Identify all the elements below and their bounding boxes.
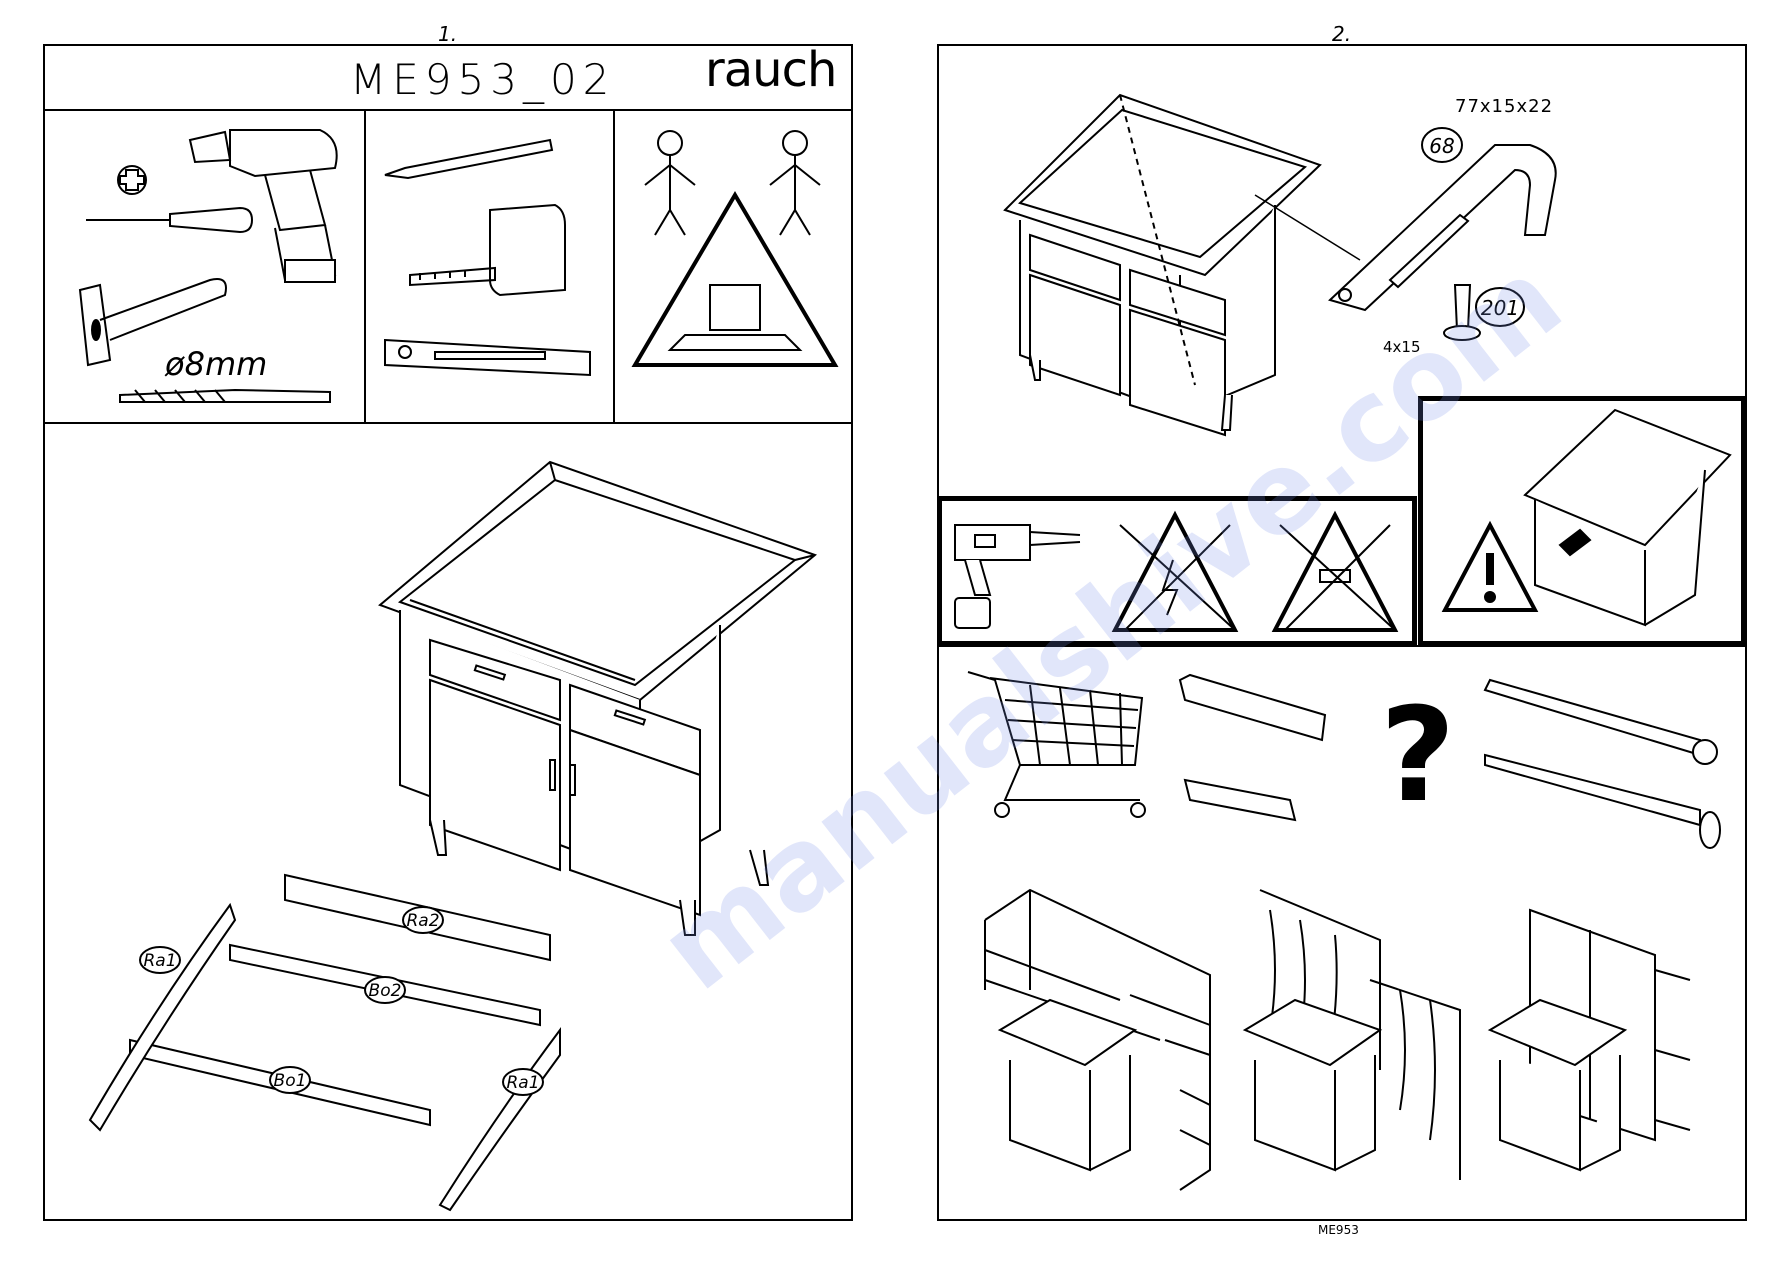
question-mark-icon: ? (1380, 679, 1455, 831)
wall-check-icons (954, 510, 1399, 632)
bracket-part-badge: 68 (1421, 127, 1463, 163)
tools-divider (43, 422, 853, 424)
part-labels: Ra2 Ra1 Bo2 Bo1 Ra1 (139, 906, 544, 1096)
loose-parts (88, 873, 561, 1212)
phillips-screwdriver-icon (86, 206, 254, 234)
changing-table-with-bracket (1003, 93, 1322, 437)
drill-bit-icon (119, 388, 331, 403)
screw-part-badge: 201 (1475, 287, 1525, 327)
svg-text:?: ? (1380, 679, 1455, 831)
wall-bracket-icon (1328, 144, 1557, 312)
page-number-1: 1. (438, 22, 458, 46)
part-label-bo1: Bo1 (274, 1071, 307, 1091)
tape-measure-icon (409, 203, 566, 297)
page-number-2: 2. (1332, 22, 1352, 46)
footer-model: ME953 (1318, 1223, 1359, 1237)
bracket-dimensions: 77x15x22 (1455, 96, 1554, 117)
shopping-cart-icon (967, 671, 1146, 818)
drill-size-label: ø8mm (164, 345, 267, 383)
page-1-frame (43, 44, 853, 1221)
wall-plug-icon (1178, 673, 1327, 822)
tools-cell-2 (384, 138, 591, 377)
cordless-drill-icon (188, 129, 338, 283)
leader-line (1254, 194, 1361, 261)
hammer-icon (78, 278, 227, 367)
tools-cell-3 (631, 130, 839, 367)
no-water-pipe-icon (1271, 510, 1399, 632)
part-label-bo2: Bo2 (369, 981, 402, 1001)
exclamation-triangle-icon (1441, 520, 1539, 612)
tip-over-warning-box (1418, 396, 1746, 646)
spirit-level-icon (384, 338, 591, 377)
part-label-ra1-right: Ra1 (506, 1073, 539, 1093)
bracket-part-number: 68 (1429, 134, 1454, 158)
mini-changing-tables (997, 998, 1628, 1172)
two-person-icon (644, 130, 821, 236)
screw-201-icon (1443, 284, 1481, 341)
no-electric-cable-icon (1111, 510, 1239, 632)
screw-dimensions: 4x15 (1383, 338, 1421, 356)
changing-table-drawing: Ra2 Ra1 Bo2 Bo1 Ra1 (88, 460, 817, 1212)
pencil-icon (384, 138, 554, 180)
wall-screw-icon (1483, 678, 1721, 849)
fixings-row: ? (967, 671, 1721, 849)
tip-over-warning (1441, 408, 1732, 627)
phillips-screw-icon (117, 165, 147, 195)
tip-over-warning-icon (1523, 408, 1732, 627)
wall-types (984, 888, 1691, 1191)
changing-table-assembled (378, 460, 817, 936)
warning-triangle-icon (631, 191, 839, 367)
wood-wall-icon (1259, 889, 1461, 1180)
wall-check-box (937, 496, 1417, 646)
wall-bracket-drawing (1003, 93, 1557, 437)
hammer-drill-icon (954, 524, 1081, 629)
screw-part-number: 201 (1481, 296, 1519, 320)
tools-col-divider-2 (613, 110, 615, 423)
brand-logo: rauch (705, 42, 837, 98)
model-title: ME953_02 (350, 55, 616, 104)
part-label-ra2: Ra2 (406, 911, 439, 931)
section-divider (937, 645, 1747, 647)
tools-cell-1: ø8mm (78, 129, 338, 403)
header-divider (43, 109, 853, 111)
part-label-ra1-left: Ra1 (143, 951, 176, 971)
tools-col-divider-1 (364, 110, 366, 423)
